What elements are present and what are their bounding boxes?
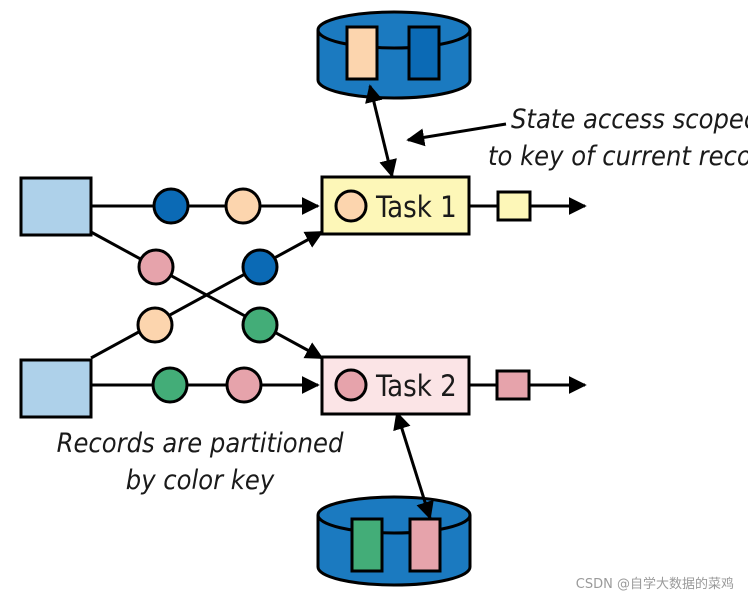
current-record-peach (334, 189, 368, 223)
state-entry-blue (407, 25, 441, 81)
record-peach (224, 187, 262, 225)
record-blue (152, 187, 190, 225)
source-partition-2 (19, 358, 93, 419)
source-partition-1 (19, 176, 93, 237)
state-access-arrow-bottom (393, 411, 434, 520)
output-record-pink (495, 369, 531, 401)
record-green (241, 306, 279, 344)
record-peach (136, 306, 174, 344)
output-record-peach (496, 190, 532, 222)
state-access-annotation-line2: to key of current record (488, 141, 748, 172)
record-pink (137, 248, 175, 286)
state-store-bottom (316, 495, 472, 587)
partition-annotation-line2: by color key (126, 465, 275, 496)
state-access-arrow-top (365, 84, 397, 178)
current-record-pink (334, 368, 368, 402)
state-entry-pink (408, 517, 442, 573)
state-access-annotation-line1: State access scoped (511, 104, 748, 135)
partition-annotation-line1: Records are partitioned (57, 428, 344, 459)
task-2: Task 2 (320, 355, 471, 416)
record-green (151, 366, 189, 404)
state-store-top (316, 10, 472, 100)
annotation-pointer-arrow (406, 122, 507, 147)
state-access-arrows (365, 84, 434, 520)
task-1: Task 1 (320, 175, 471, 236)
task-2-label: Task 2 (375, 369, 457, 403)
task-1-label: Task 1 (375, 190, 457, 224)
watermark: CSDN @自学大数据的菜鸡 (575, 577, 734, 592)
record-blue (241, 248, 279, 286)
records (136, 187, 279, 404)
state-entry-green (350, 517, 384, 573)
record-pink (225, 366, 263, 404)
state-entry-peach (345, 25, 379, 81)
stream-lines (90, 197, 587, 394)
